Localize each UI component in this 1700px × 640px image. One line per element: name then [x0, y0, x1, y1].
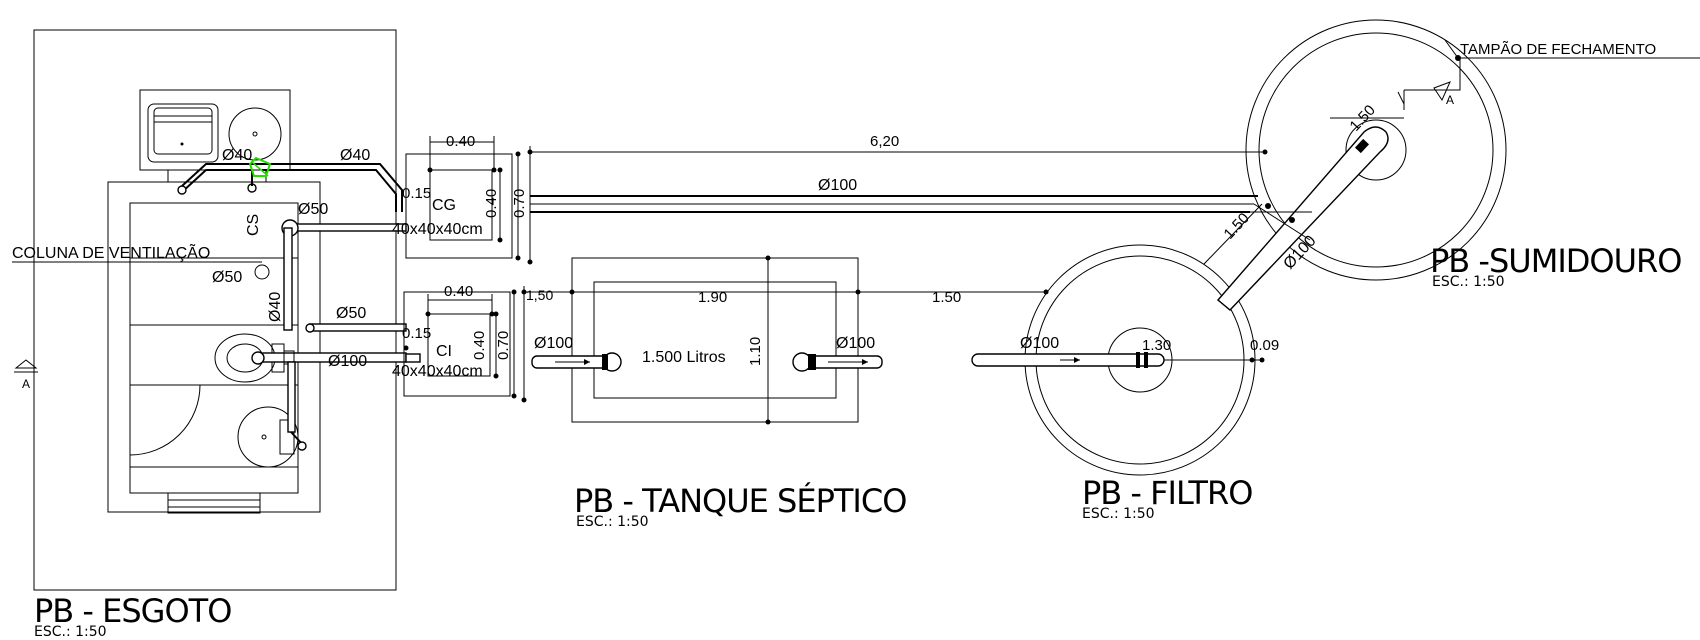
- tank-dim-left: 1,50: [526, 287, 553, 303]
- pipe-d50-cg: [293, 223, 407, 232]
- filter-dim-inner: 1.30: [1142, 337, 1171, 354]
- label-d50-a: Ø50: [298, 201, 328, 218]
- filter-pipe-in: Ø100: [1020, 335, 1059, 352]
- cg-dim-inner: 0.40: [483, 189, 500, 218]
- label-cs: CS: [245, 214, 262, 236]
- cg-box: [405, 136, 521, 261]
- tampao-label: TAMPÃO DE FECHAMENTO: [1460, 41, 1656, 58]
- sumidouro-dim-diag: 1.50: [1220, 210, 1252, 243]
- tank-capacity: 1.500 Litros: [642, 349, 726, 366]
- tank-dim-width: 1.10: [747, 337, 764, 366]
- label-coluna-ventilacao: COLUNA DE VENTILAÇÃO: [12, 242, 210, 262]
- section-mark-sumidouro: [1433, 81, 1451, 102]
- cg-dim-outer: 0.70: [511, 189, 528, 218]
- basin: [237, 406, 299, 468]
- sumidouro: A: [1203, 19, 1700, 311]
- cg-label: CG: [432, 197, 456, 214]
- section-mark-label: A: [22, 377, 30, 391]
- main-pipe-diameter: Ø100: [818, 177, 857, 194]
- ci-dim-inner: 0.40: [471, 331, 488, 360]
- cg-size: 40x40x40cm: [392, 221, 483, 238]
- bathroom-pipes: [177, 156, 407, 451]
- door-swing: [129, 384, 201, 456]
- pipe-d40-main: [252, 163, 403, 212]
- sumidouro-center: [1345, 119, 1407, 181]
- tank-dim-length: 1.90: [698, 289, 727, 306]
- sumidouro-section-label: A: [1446, 93, 1454, 107]
- label-d50-c: Ø50: [336, 305, 366, 322]
- tank-pipe-out: Ø100: [836, 335, 875, 352]
- ci-dim-015: 0.15: [402, 325, 431, 342]
- label-d40-vertical: Ø40: [267, 292, 284, 322]
- scale-esgoto: ESC.: 1:50: [34, 624, 107, 640]
- cg-outer: [405, 153, 513, 259]
- scale-filtro: ESC.: 1:50: [1082, 506, 1155, 522]
- label-d100: Ø100: [328, 353, 367, 370]
- step: [167, 492, 261, 514]
- ci-label: CI: [436, 343, 452, 360]
- ci-dim-width: 0.40: [444, 283, 473, 300]
- tank-outer: [571, 257, 859, 423]
- pipe-d40-sink: [181, 163, 252, 187]
- section-mark-a: [14, 359, 38, 369]
- cg-dim-width: 0.40: [446, 133, 475, 150]
- title-esgoto: PB - ESGOTO: [34, 592, 231, 630]
- ci-dim-outer: 0.70: [495, 331, 512, 360]
- vent-column: [254, 264, 270, 280]
- sumidouro-inner: [1258, 32, 1494, 268]
- laundry-area: [139, 89, 291, 171]
- main-pipe: [527, 146, 1268, 265]
- title-tanque: PB - TANQUE SÉPTICO: [574, 482, 906, 520]
- ci-box: [403, 289, 517, 399]
- bathroom-outer-wall: [33, 29, 397, 591]
- title-filtro: PB - FILTRO: [1082, 474, 1252, 512]
- cg-dim-015: 0.15: [402, 185, 431, 202]
- tank-filter-gap: 1.50: [932, 289, 961, 306]
- filter-dim-wall: 0.09: [1250, 337, 1279, 354]
- laundry-sink: [147, 103, 219, 163]
- cg-inner: [429, 169, 493, 241]
- pipe-d40-vertical: [283, 227, 293, 331]
- label-d50-b: Ø50: [212, 269, 242, 286]
- tank-inner: [593, 281, 837, 399]
- ci-inner: [427, 313, 491, 377]
- label-d40-a: Ø40: [222, 147, 252, 164]
- pipe-d50-ci: [309, 323, 407, 332]
- label-d40-b: Ø40: [340, 147, 370, 164]
- title-sumidouro: PB -SUMIDOURO: [1430, 242, 1681, 280]
- sumidouro-outer: [1245, 19, 1507, 281]
- green-fitting: [248, 156, 272, 177]
- ci-outer: [403, 291, 511, 397]
- septic-tank: [521, 255, 1049, 425]
- filter: [971, 244, 1265, 476]
- scale-tanque: ESC.: 1:50: [576, 514, 649, 530]
- scale-sumidouro: ESC.: 1:50: [1432, 274, 1505, 290]
- sumidouro-pipe: [1217, 126, 1389, 311]
- main-pipe-length: 6,20: [870, 133, 899, 150]
- ci-size: 40x40x40cm: [392, 363, 483, 380]
- tank-pipe-in: Ø100: [534, 335, 573, 352]
